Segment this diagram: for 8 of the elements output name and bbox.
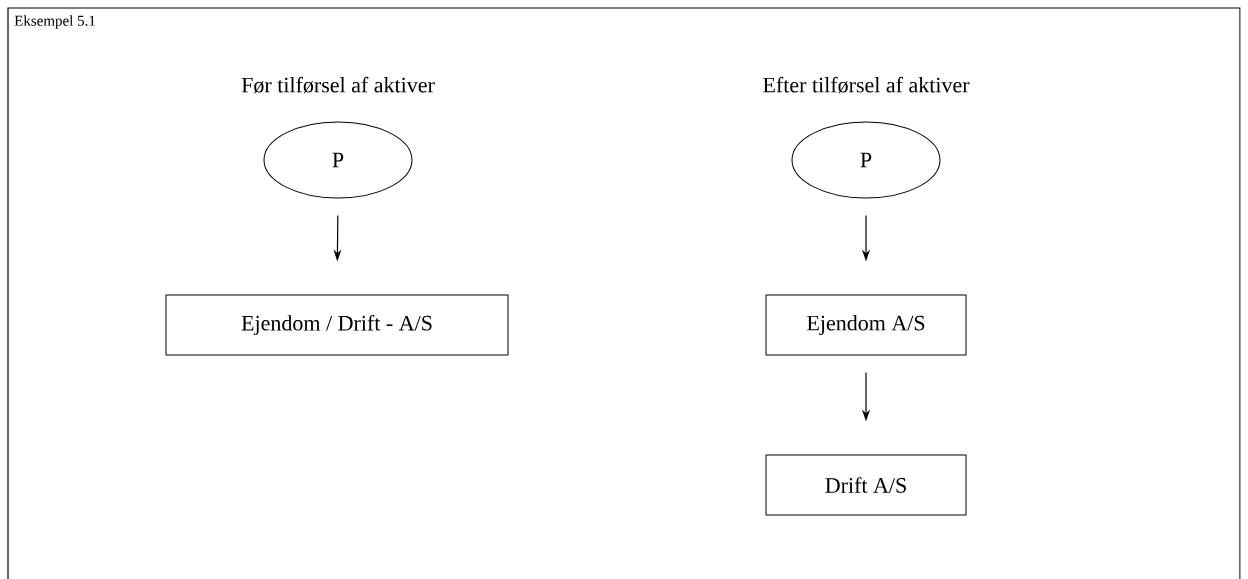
column-heading: Efter tilførsel af aktiver (763, 76, 970, 94)
example-label: Eksempel 5.1 (14, 15, 95, 29)
column-heading: Før tilførsel af aktiver (241, 76, 435, 94)
process-box: Drift A/S (765, 454, 967, 516)
process-box: Ejendom A/S (765, 294, 967, 356)
ellipse-node: P (791, 121, 941, 199)
process-box: Ejendom / Drift - A/S (165, 294, 509, 356)
ellipse-node: P (263, 121, 413, 199)
